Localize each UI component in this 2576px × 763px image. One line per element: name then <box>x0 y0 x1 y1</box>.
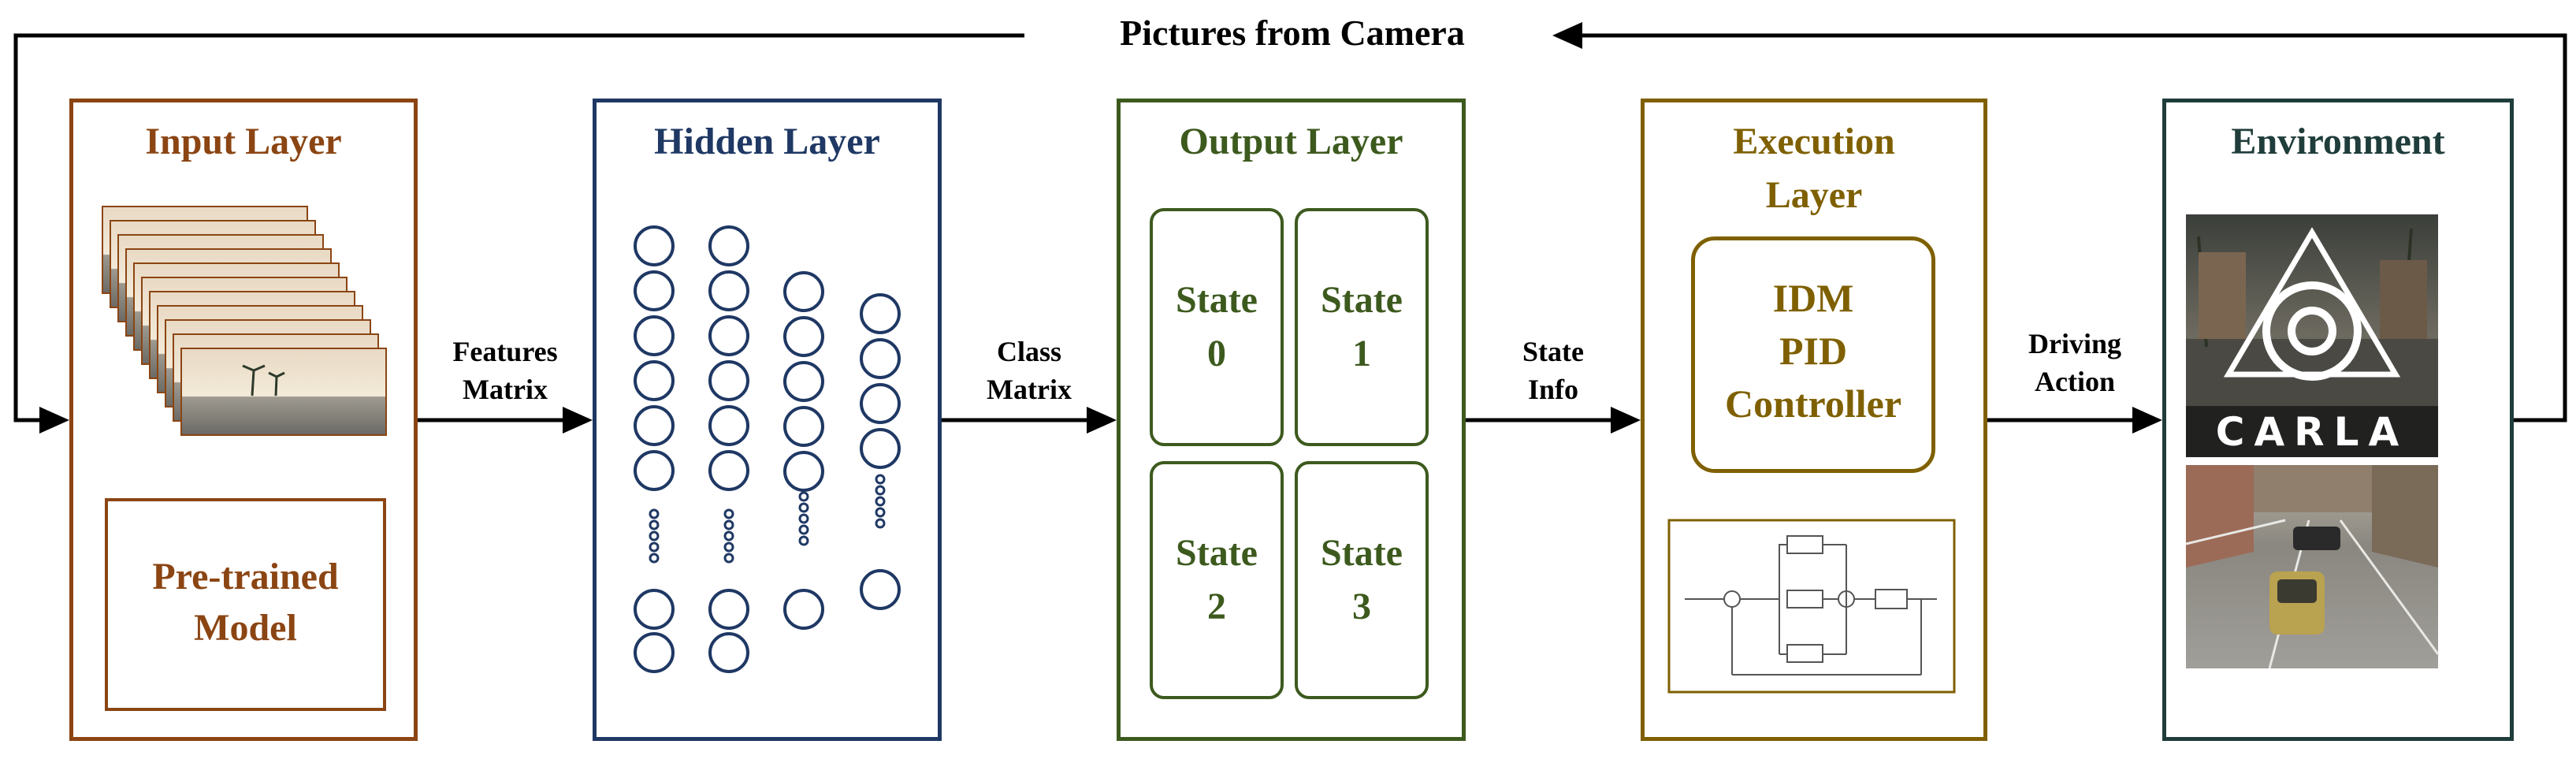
feedback-return-line <box>13 33 1024 422</box>
ellipsis-dot <box>875 474 886 485</box>
neuron-circle <box>708 270 749 311</box>
feedback-arrowhead <box>1552 22 1582 49</box>
neuron-circle <box>634 589 675 630</box>
neuron-circle <box>708 589 749 630</box>
neuron-circle <box>634 315 675 356</box>
neuron-circle <box>708 360 749 401</box>
ellipsis-dot <box>723 553 734 564</box>
neuron-circle <box>708 450 749 491</box>
carla-logo-text: CARLA <box>2215 409 2409 455</box>
ellipsis-dot <box>798 535 809 546</box>
ellipsis-dot <box>798 502 809 513</box>
neuron-circle <box>860 383 901 424</box>
neuron-circle <box>860 338 901 379</box>
controller-line1: IDM <box>1772 276 1854 320</box>
hidden-layer-box <box>593 99 942 741</box>
neuron-circle <box>783 406 824 447</box>
feedback-label: Pictures from Camera <box>1120 13 1465 53</box>
neuron-circle <box>860 428 901 469</box>
ellipsis-dot <box>649 530 660 542</box>
ellipsis-dot <box>649 553 660 564</box>
controller-box <box>1691 236 1935 473</box>
camera-frame <box>180 348 387 436</box>
ellipsis-dot <box>798 513 809 524</box>
palm-tree-icon <box>242 364 285 396</box>
output-layer-box <box>1117 99 1466 741</box>
neuron-circle <box>860 293 901 334</box>
ellipsis-dot <box>798 524 809 535</box>
ellipsis-dot <box>875 485 886 496</box>
neuron-circle <box>634 225 675 266</box>
neuron-circle <box>783 271 824 312</box>
neuron-circle <box>708 225 749 266</box>
neuron-circle <box>783 451 824 492</box>
ellipsis-dot <box>875 507 886 518</box>
ellipsis-dot <box>649 519 660 530</box>
ellipsis-dot <box>723 519 734 530</box>
execution-layer-box <box>1641 99 1987 741</box>
ellipsis-dot <box>875 496 886 507</box>
neuron-grid <box>634 225 901 673</box>
ellipsis-dot <box>649 508 660 519</box>
neuron-circle <box>708 315 749 356</box>
execution-layer-title-line2: Layer <box>1765 174 1863 216</box>
feedback-loop-line <box>1560 33 2567 422</box>
neuron-circle <box>634 270 675 311</box>
neuron-circle <box>634 632 675 673</box>
controller-line2: PID <box>1779 329 1848 373</box>
input-layer-title: Input Layer <box>145 121 342 162</box>
ellipsis-dot <box>875 518 886 529</box>
controller-line3: Controller <box>1724 382 1902 426</box>
neuron-circle <box>634 405 675 446</box>
output-layer-title: Output Layer <box>1179 121 1403 162</box>
ellipsis-dot <box>798 491 809 502</box>
neuron-circle <box>783 589 824 630</box>
execution-layer-title-line1: Execution <box>1733 121 1895 162</box>
carla-logo-image <box>2186 214 2438 457</box>
neuron-circle <box>634 450 675 491</box>
hidden-layer-title: Hidden Layer <box>654 121 880 162</box>
neuron-circle <box>708 632 749 673</box>
input-arrowhead <box>39 407 69 434</box>
neuron-circle <box>783 316 824 357</box>
camera-frames-image <box>102 206 387 436</box>
neuron-circle <box>783 361 824 402</box>
pid-block-diagram <box>1667 519 1956 694</box>
ellipsis-dot <box>723 542 734 553</box>
ellipsis-dot <box>649 542 660 553</box>
input-layer-box <box>69 99 418 741</box>
environment-title: Environment <box>2231 121 2445 162</box>
environment-box <box>2162 99 2514 741</box>
neuron-circle <box>708 405 749 446</box>
pretrained-model-line1: Pre-trained <box>152 556 339 597</box>
driving-scene-image <box>2185 465 2440 669</box>
neuron-circle <box>860 569 901 610</box>
ellipsis-dot <box>723 530 734 542</box>
ellipsis-dot <box>723 508 734 519</box>
neuron-circle <box>634 360 675 401</box>
pretrained-model-line2: Model <box>194 607 297 649</box>
pretrained-model-box <box>105 498 386 711</box>
